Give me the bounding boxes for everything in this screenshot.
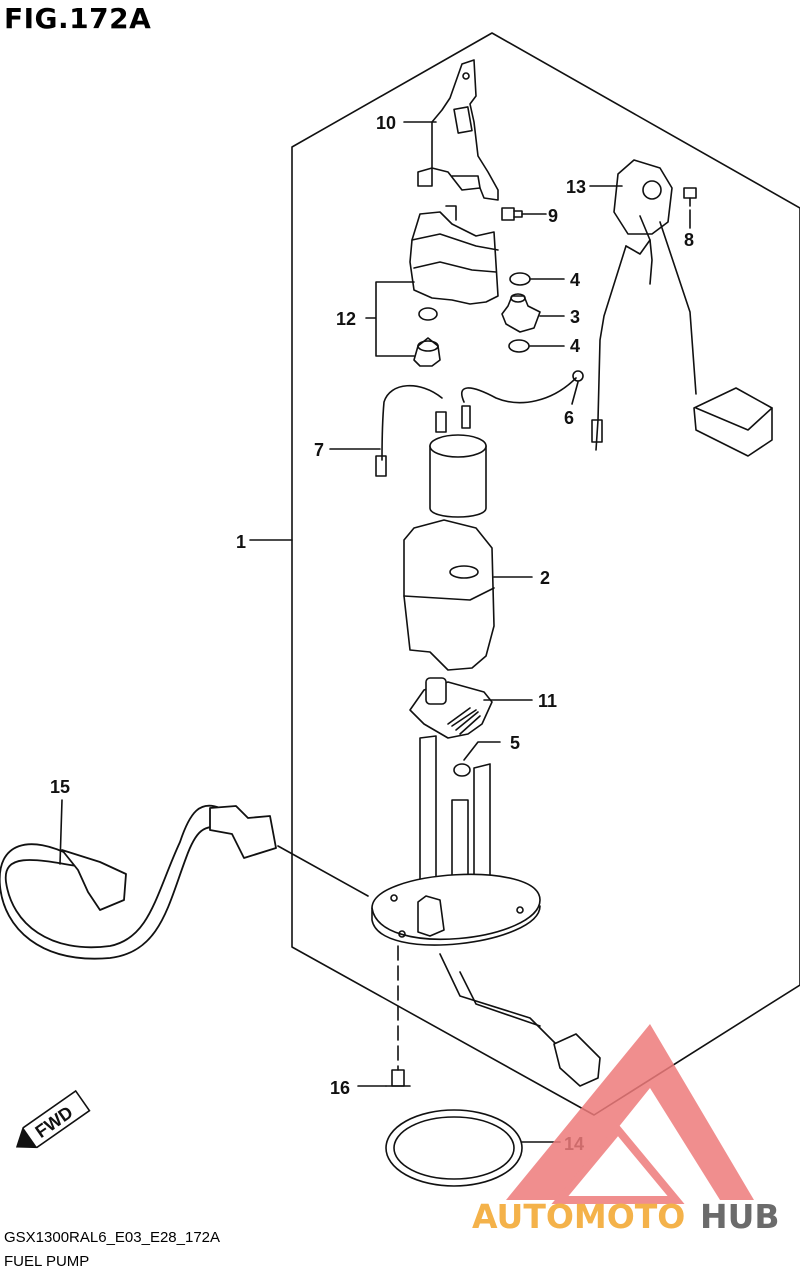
part-10-bracket xyxy=(417,59,499,201)
part-16-bolt xyxy=(385,1069,411,1087)
part-11-filter xyxy=(409,677,493,739)
part-2-pump-holder xyxy=(403,519,495,671)
pump-harness xyxy=(439,953,561,1049)
callout-10: 10 xyxy=(376,113,396,133)
callout-8: 8 xyxy=(684,230,694,250)
part-7-wire xyxy=(381,384,443,461)
callout-13: 13 xyxy=(566,177,586,197)
part-4-oring-lower xyxy=(508,339,530,353)
callout-16: 16 xyxy=(330,1078,350,1098)
assembly-boundary xyxy=(291,32,800,1116)
callout-5: 5 xyxy=(510,733,520,753)
figure-title: FIG.172A xyxy=(4,2,152,35)
callout-3: 3 xyxy=(570,307,580,327)
callout-9: 9 xyxy=(548,206,558,226)
callout-2: 2 xyxy=(540,568,550,588)
callout-4-upper: 4 xyxy=(570,270,580,290)
callout-11: 11 xyxy=(538,691,557,711)
part-4-oring-upper xyxy=(509,272,531,286)
part-3-sensor xyxy=(501,293,541,333)
pump-connector xyxy=(553,1033,601,1087)
callout-4-lower: 4 xyxy=(570,336,580,356)
watermark-logo xyxy=(506,1024,754,1204)
callout-12: 12 xyxy=(336,309,356,329)
callout-7: 7 xyxy=(314,440,324,460)
part-6-wire xyxy=(461,377,577,404)
fuel-pump-motor xyxy=(429,405,487,518)
forward-direction-arrow: FWD xyxy=(15,1089,91,1149)
diagram-code: GSX1300RAL6_E03_E28_172A xyxy=(4,1229,221,1246)
watermark-text-main: AUTOMOTO xyxy=(472,1197,685,1236)
callout-6: 6 xyxy=(564,408,574,428)
part-14-gasket xyxy=(385,1109,523,1187)
callout-1: 1 xyxy=(236,532,246,552)
part-9-bolt xyxy=(501,207,523,221)
part-13-fuel-gauge xyxy=(591,159,773,457)
pump-base-plate xyxy=(371,735,541,946)
callout-15: 15 xyxy=(50,777,70,797)
part-5-oring xyxy=(453,763,471,777)
part-12-regulator xyxy=(409,205,499,367)
diagram-caption: FUEL PUMP xyxy=(4,1253,90,1270)
part-8-screw xyxy=(683,187,697,207)
part-15-fuel-hose xyxy=(0,804,277,960)
watermark-text-hub: HUB xyxy=(700,1197,780,1236)
